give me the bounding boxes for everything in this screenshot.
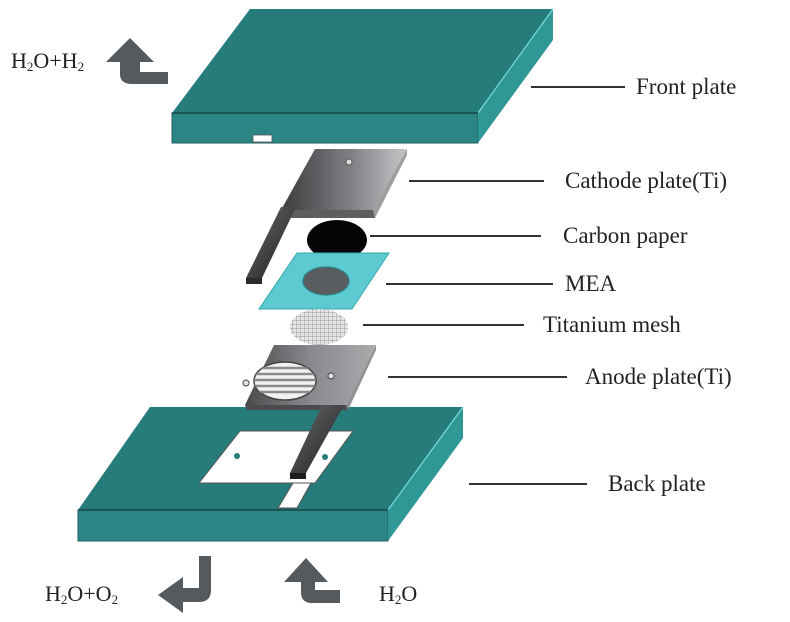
label-carbon-paper: Carbon paper (563, 223, 688, 248)
cathode-plate (246, 149, 407, 284)
back-plate-channel (277, 482, 312, 509)
mea-active-area (302, 266, 350, 296)
arrow-up-cathode-out-icon (106, 38, 168, 84)
anode-plate-tab (290, 405, 344, 473)
front-plate (171, 8, 554, 144)
arrow-left-down-anode-out-icon (158, 556, 211, 613)
chem-part: O+O (67, 581, 112, 606)
front-plate-outlet-port (252, 134, 273, 143)
label-cathode-plate: Cathode plate(Ti) (565, 168, 728, 193)
carbon-paper (307, 220, 367, 260)
back-plate-front-face (77, 509, 389, 542)
cathode-plate-tab (246, 207, 296, 278)
flow-label-water-in: H2O (379, 581, 418, 607)
mea (258, 252, 390, 310)
front-plate-side-face (478, 9, 553, 143)
flow-label-cathode-out: H2O+H2 (11, 48, 85, 74)
chem-subscript: 2 (394, 592, 402, 607)
back-plate-pin-left (234, 453, 240, 459)
back-plate-pin-right (322, 454, 328, 460)
leader-lines (363, 86, 625, 485)
cathode-plate-front (281, 210, 375, 218)
anode-plate-side (346, 345, 376, 410)
chem-subscript: 2 (60, 592, 68, 607)
label-front-plate: Front plate (636, 74, 737, 99)
cathode-plate-top (281, 149, 407, 210)
back-plate-edge (387, 406, 464, 511)
front-plate-top (172, 9, 553, 113)
back-plate (77, 406, 464, 542)
chem-part: H (379, 581, 395, 606)
chem-subscript: 2 (111, 592, 119, 607)
front-plate-edge (477, 8, 554, 114)
front-plate-front-face (171, 112, 479, 144)
cathode-plate-hole (345, 158, 353, 166)
chem-part: O+H (33, 48, 78, 73)
titanium-mesh (290, 309, 348, 345)
label-back-plate: Back plate (608, 471, 706, 496)
label-titanium-mesh: Titanium mesh (543, 312, 681, 337)
arrow-up-water-in-icon (284, 558, 340, 603)
label-anode-plate: Anode plate(Ti) (585, 364, 732, 389)
chem-subscript: 2 (77, 59, 85, 74)
cathode-plate-tab-end (246, 278, 262, 284)
anode-plate-grille-slots (254, 366, 316, 394)
anode-plate-hole-left (242, 379, 250, 387)
chem-part: H (11, 48, 27, 73)
cathode-plate-side (373, 149, 407, 218)
anode-plate-tab-end (290, 473, 306, 479)
anode-plate (242, 345, 376, 479)
chem-part: H (45, 581, 61, 606)
anode-plate-hole-right (327, 372, 335, 380)
back-plate-side-face (388, 407, 463, 541)
flow-label-anode-out: H2O+O2 (45, 581, 119, 607)
chem-part: O (401, 581, 418, 606)
chem-subscript: 2 (26, 59, 34, 74)
label-mea: MEA (565, 271, 617, 296)
